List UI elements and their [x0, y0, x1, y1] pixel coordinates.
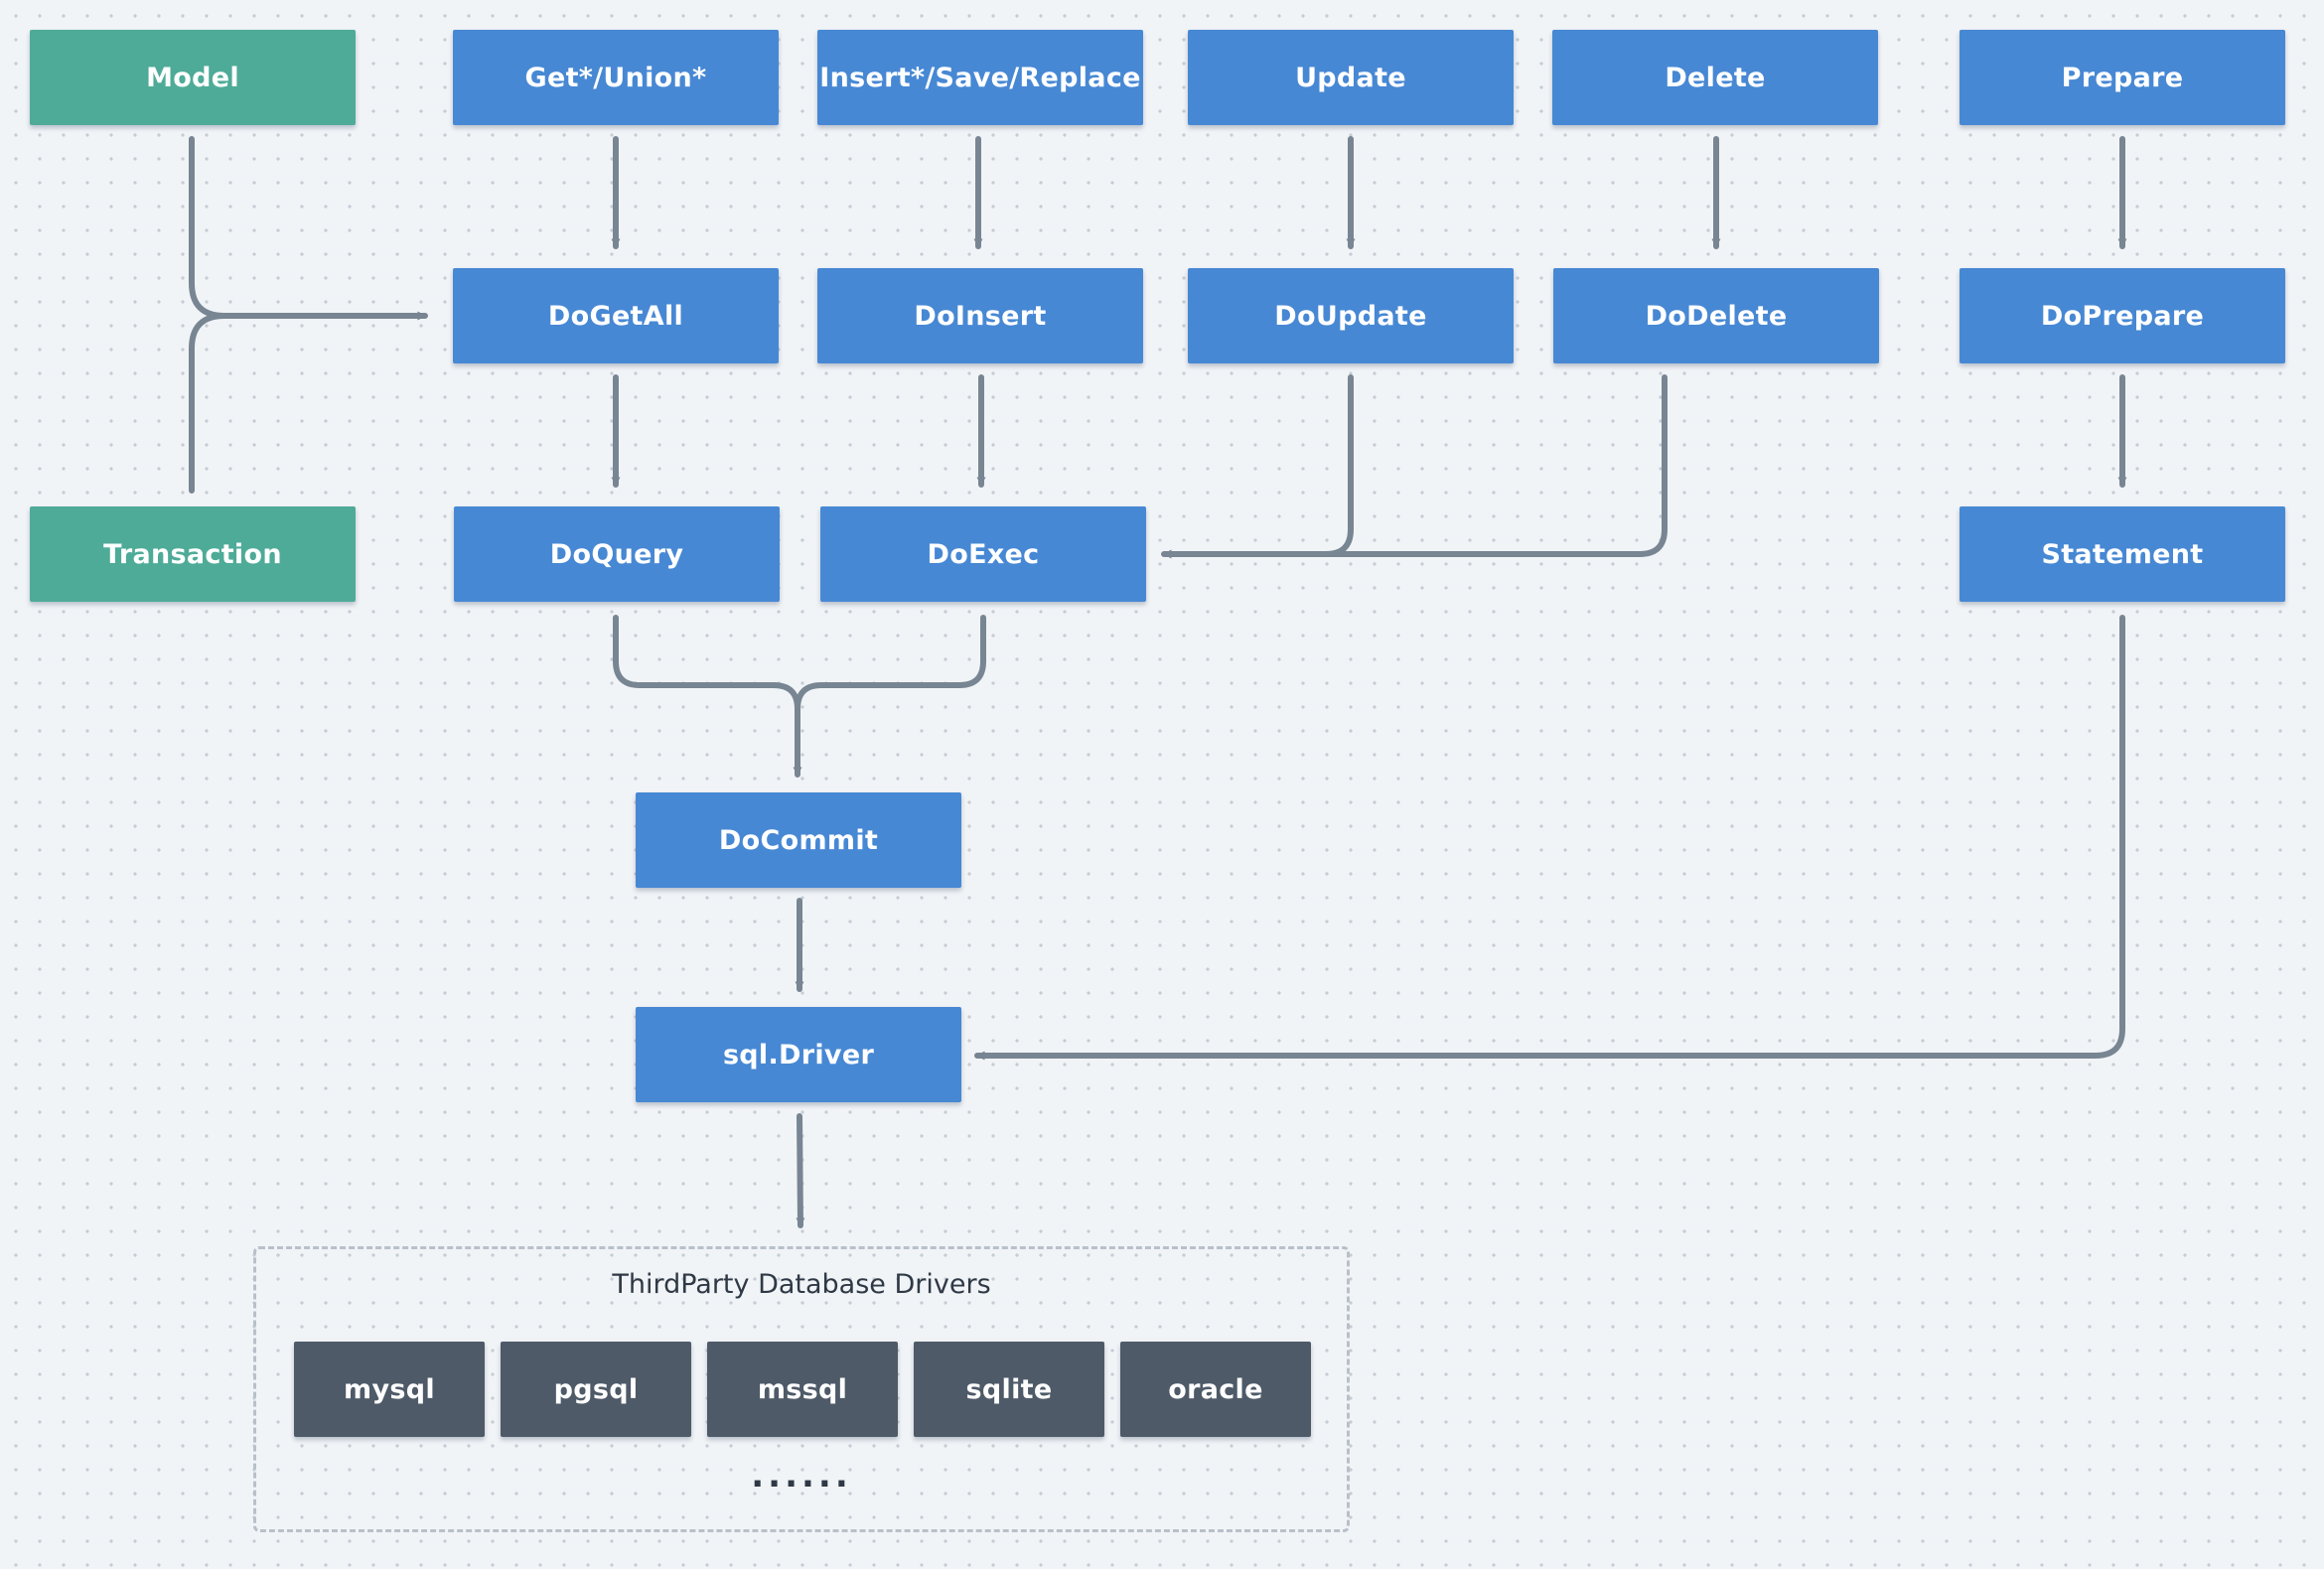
statement-label: Statement	[2041, 538, 2204, 570]
connector-dodelete-to-doexec	[1323, 374, 1668, 557]
third-party-drivers-group	[253, 1246, 1350, 1532]
model-node[interactable]: Model	[30, 30, 356, 125]
get-union-label: Get*/Union*	[524, 62, 707, 93]
statement-node[interactable]: Statement	[1960, 506, 2285, 602]
connector-doquery-to-docommit	[613, 615, 802, 778]
connector-doupdate-to-doexec	[1161, 374, 1354, 559]
driver-sqlite-label: sqlite	[965, 1373, 1053, 1405]
insert-save-replace-label: Insert*/Save/Replace	[819, 62, 1141, 93]
prepare-label: Prepare	[2061, 62, 2184, 93]
update-node[interactable]: Update	[1188, 30, 1514, 125]
connector-doexec-to-docommit	[795, 615, 986, 712]
driver-pgsql-label: pgsql	[553, 1373, 639, 1405]
do-get-all-node[interactable]: DoGetAll	[453, 268, 779, 363]
sql-driver-node[interactable]: sql.Driver	[636, 1007, 961, 1102]
do-prepare-node[interactable]: DoPrepare	[1960, 268, 2285, 363]
do-update-node[interactable]: DoUpdate	[1188, 268, 1514, 363]
do-commit-node[interactable]: DoCommit	[636, 792, 961, 888]
get-union-node[interactable]: Get*/Union*	[453, 30, 779, 125]
connector-sqldriver-to-drivers	[796, 1113, 805, 1228]
do-query-node[interactable]: DoQuery	[454, 506, 780, 602]
sql-driver-label: sql.Driver	[722, 1039, 875, 1070]
connector-transaction-to-dogetall	[189, 313, 227, 494]
driver-mysql-node[interactable]: mysql	[294, 1342, 485, 1437]
do-insert-node[interactable]: DoInsert	[817, 268, 1143, 363]
more-drivers-ellipsis: ......	[751, 1456, 852, 1496]
driver-mssql-label: mssql	[757, 1373, 848, 1405]
driver-sqlite-node[interactable]: sqlite	[914, 1342, 1104, 1437]
do-commit-label: DoCommit	[718, 824, 879, 856]
driver-oracle-label: oracle	[1168, 1373, 1263, 1405]
connector-statement-to-sqldriver	[974, 615, 2125, 1061]
delete-label: Delete	[1665, 62, 1766, 93]
model-label: Model	[146, 62, 239, 93]
third-party-drivers-title: ThirdParty Database Drivers	[612, 1269, 991, 1300]
do-insert-label: DoInsert	[914, 300, 1047, 332]
driver-oracle-node[interactable]: oracle	[1120, 1342, 1311, 1437]
do-query-label: DoQuery	[549, 538, 684, 570]
delete-node[interactable]: Delete	[1552, 30, 1878, 125]
do-delete-label: DoDelete	[1645, 300, 1788, 332]
driver-pgsql-node[interactable]: pgsql	[501, 1342, 691, 1437]
transaction-label: Transaction	[103, 538, 282, 570]
connector-model-to-dogetall	[189, 136, 428, 321]
driver-mssql-node[interactable]: mssql	[707, 1342, 898, 1437]
driver-mysql-label: mysql	[344, 1373, 435, 1405]
do-exec-label: DoExec	[927, 538, 1040, 570]
do-exec-node[interactable]: DoExec	[820, 506, 1146, 602]
transaction-node[interactable]: Transaction	[30, 506, 356, 602]
insert-save-replace-node[interactable]: Insert*/Save/Replace	[817, 30, 1143, 125]
do-prepare-label: DoPrepare	[2040, 300, 2205, 332]
update-label: Update	[1295, 62, 1406, 93]
do-get-all-label: DoGetAll	[547, 300, 684, 332]
do-update-label: DoUpdate	[1274, 300, 1427, 332]
do-delete-node[interactable]: DoDelete	[1553, 268, 1879, 363]
prepare-node[interactable]: Prepare	[1960, 30, 2285, 125]
